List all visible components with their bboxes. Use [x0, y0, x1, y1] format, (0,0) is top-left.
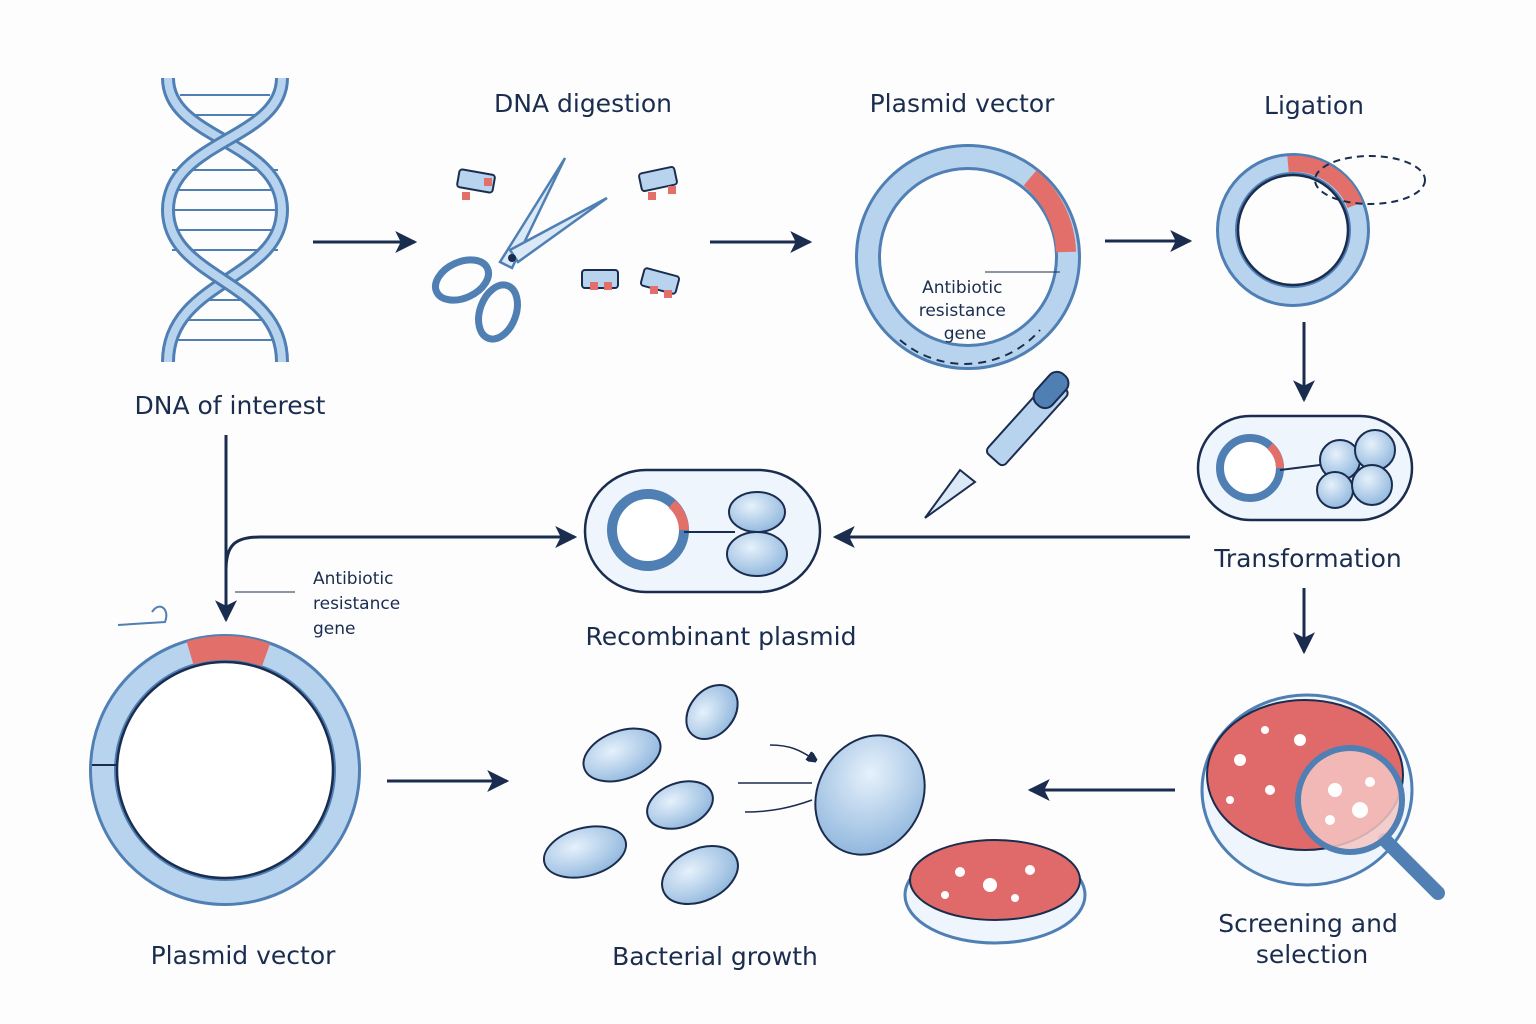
plasmid-vector-bottom	[89, 634, 361, 906]
transformation-capsule	[1196, 414, 1414, 522]
label-transformation: Transformation	[1213, 544, 1402, 573]
ligation-plasmid	[1216, 153, 1426, 307]
plasmid-vector-top	[855, 144, 1081, 370]
bacterium-icon	[814, 734, 926, 856]
label-bacterial-growth: Bacterial growth	[612, 942, 818, 971]
dna-helix-icon	[160, 77, 290, 363]
scissors-icon	[432, 157, 608, 343]
label-recombinant-plasmid: Recombinant plasmid	[586, 622, 857, 651]
dna-fragment-icon	[456, 166, 681, 298]
resistance-gene-segment	[186, 635, 271, 667]
petri-dish-icon	[903, 839, 1087, 945]
label-dna-of-interest: DNA of interest	[135, 391, 326, 420]
resistance-gene-segment	[1023, 170, 1076, 253]
pipette-icon	[924, 370, 1070, 519]
magnifier-icon	[1295, 745, 1445, 900]
label-plasmid-vector-bottom: Plasmid vector	[151, 941, 336, 970]
bacterium-icon	[728, 491, 786, 533]
bottom-gene-annotation: Antibiotic resistance gene	[313, 569, 406, 639]
top-gene-annotation: Antibiotic resistance gene	[919, 278, 1012, 344]
bacteria-group	[542, 684, 926, 906]
label-plasmid-vector-top: Plasmid vector	[870, 89, 1055, 118]
label-dna-digestion: DNA digestion	[494, 89, 672, 118]
arrow-to-recombinant-from-dna	[224, 526, 578, 571]
bacterium-icon	[1316, 429, 1396, 509]
label-screening-selection: Screening and selection	[1218, 909, 1406, 969]
bacterium-icon	[542, 825, 628, 879]
bacterium-icon	[646, 780, 714, 830]
recombinant-plasmid-capsule	[583, 468, 822, 594]
bacterium-icon	[582, 727, 662, 783]
label-ligation: Ligation	[1264, 91, 1364, 120]
bacterium-icon	[726, 531, 788, 577]
bacterium-icon	[661, 844, 739, 906]
bacterium-icon	[685, 684, 739, 740]
